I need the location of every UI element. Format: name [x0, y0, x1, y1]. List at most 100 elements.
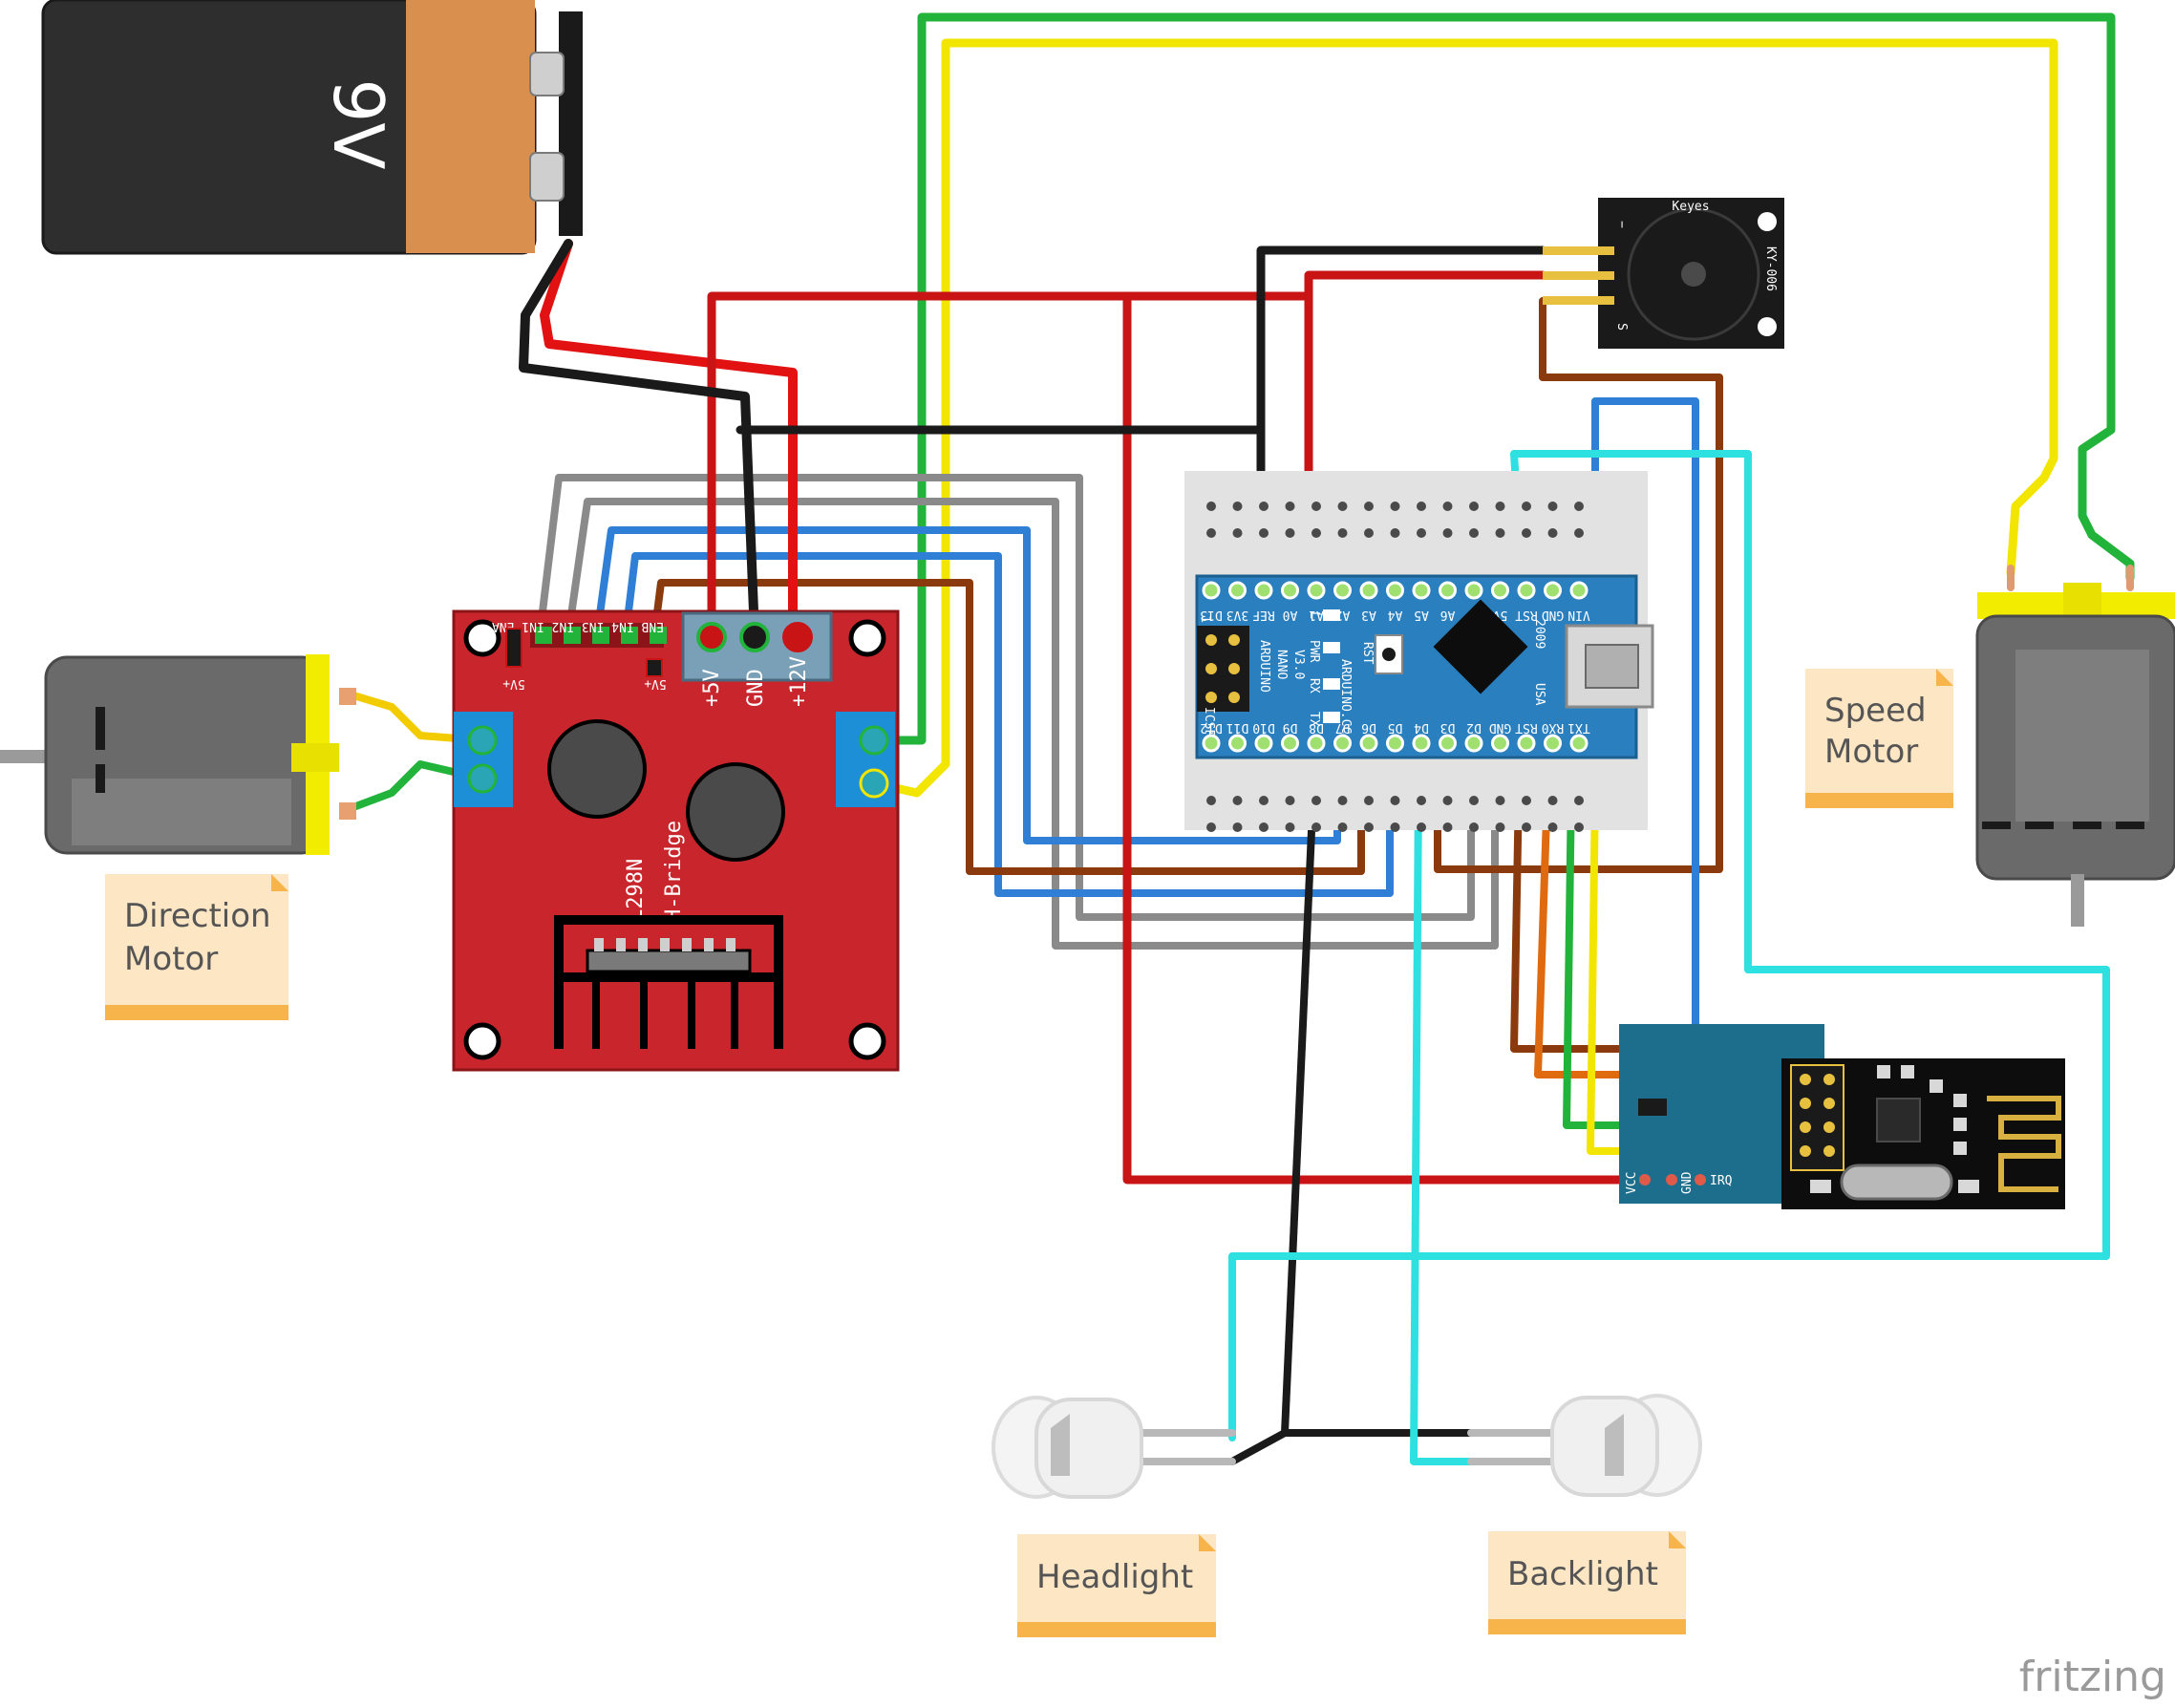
speed-motor-tab [2063, 583, 2101, 621]
nano-pin-pad [1439, 581, 1457, 600]
note-backlight: Backlight [1488, 1531, 1686, 1634]
hbridge-out-left-1 [467, 725, 498, 756]
nano-pin-pad [1333, 734, 1352, 753]
battery-terminal-block [559, 11, 583, 236]
hbridge-hole-br [848, 1022, 886, 1060]
nano-pin-pad [1254, 734, 1273, 753]
nrf24-radio: VCC GND IRQ [1619, 1024, 2065, 1209]
nano-pin-pad [1359, 734, 1378, 753]
nano-pin-pad [1202, 734, 1221, 753]
breadboard-hole [1417, 528, 1426, 538]
breadboard-hole [1206, 528, 1216, 538]
nano-pin-pad [1412, 734, 1431, 753]
breadboard-hole [1469, 822, 1479, 832]
direction-motor [0, 654, 356, 855]
hbridge-model: L298N [624, 859, 648, 922]
breadboard-hole [1495, 528, 1505, 538]
nano-top-pins: VINGNDRST5VA7A6A5A4A3A2A1A0REF3V3D13 [1200, 581, 1590, 622]
breadboard-hole [1495, 502, 1505, 511]
nano-version: V3.0 [1291, 650, 1306, 679]
wire-black-buzzer [1256, 246, 1547, 435]
buzzer-hole-br [1758, 317, 1777, 336]
breadboard-hole [1285, 502, 1295, 511]
headlight-led [992, 1396, 1143, 1499]
radio-smd [1810, 1065, 1979, 1193]
hbridge-header-pins [535, 627, 667, 644]
breadboard-hole [1547, 822, 1558, 832]
breadboard-hole [1259, 822, 1269, 832]
hbridge-out-right-2 [859, 768, 889, 799]
hbridge-cap-1 [547, 719, 647, 819]
breadboard-hole [1206, 502, 1216, 511]
buzzer-brand: Keyes [1672, 200, 1709, 214]
breadboard-hole [1574, 528, 1584, 538]
breadboard-hole [1469, 502, 1479, 511]
nano-pin-label: D9 [1283, 720, 1298, 735]
nano-pin-pad [1281, 581, 1299, 600]
breadboard-hole [1574, 502, 1584, 511]
hbridge-cap-2 [686, 762, 785, 862]
motor-body-highlight [72, 779, 291, 845]
note-speed-motor: Speed Motor [1805, 669, 1953, 808]
breadboard-hole [1364, 822, 1374, 832]
breadboard-hole [1364, 796, 1374, 805]
radio-chip [1876, 1098, 1921, 1142]
nano-pin-label: GND [1542, 608, 1565, 622]
breadboard-hole [1522, 796, 1531, 805]
note-backlight-text: Backlight [1507, 1555, 1658, 1593]
note-headlight-text: Headlight [1036, 1558, 1193, 1596]
breadboard-hole [1417, 822, 1426, 832]
nano-pin-label: D2 [1466, 720, 1482, 735]
nano-pin-pad [1544, 581, 1562, 600]
nano-pin-pad [1569, 581, 1589, 600]
wire-yellow-speed [869, 38, 2058, 798]
breadboard-hole [1547, 528, 1558, 538]
nano-pin-pad [1254, 581, 1273, 600]
buzzer-hole-tr [1758, 212, 1777, 231]
nano-brand: ARDUINO.CC [1338, 659, 1353, 734]
battery-terminal-pos [529, 52, 565, 96]
radio-pad-2 [1666, 1174, 1677, 1185]
note-backlight-fold [1669, 1531, 1686, 1548]
nano-pin-label: D3 [1440, 720, 1456, 735]
breadboard-hole [1337, 528, 1348, 538]
breadboard-hole [1232, 502, 1243, 511]
note-headlight-bar [1017, 1622, 1216, 1637]
breadboard-hole [1232, 528, 1243, 538]
note-speed-line1: Speed [1824, 692, 1927, 730]
nano-pin-label: TX1 [1567, 720, 1589, 735]
nano-pin-pad [1281, 734, 1299, 753]
breadboard-hole [1364, 502, 1374, 511]
nano-pin-label: D5 [1388, 720, 1403, 735]
nano-pin-label: A3 [1361, 608, 1376, 622]
nano-reset-dot [1382, 648, 1396, 661]
hbridge-hole-bl [463, 1022, 501, 1060]
buzzer-minus: − [1614, 221, 1629, 228]
nano-pin-pad [1202, 581, 1221, 600]
breadboard-hole [1417, 796, 1426, 805]
wire-blue-1 [593, 526, 1341, 844]
nano-pin-label: GND [1489, 720, 1512, 735]
nano-pin-label: VIN [1567, 608, 1589, 622]
note-headlight-fold [1199, 1534, 1216, 1551]
breadboard-hole [1442, 822, 1453, 832]
nano-pin-pad [1307, 581, 1326, 600]
breadboard-hole [1469, 796, 1479, 805]
nano-pin-pad [1517, 581, 1536, 600]
hbridge-hole-tr [848, 619, 886, 657]
breadboard-hole [1417, 502, 1426, 511]
motor-term-1 [339, 688, 356, 705]
nano-led-l: L [1307, 611, 1321, 619]
hbridge-term-5v [696, 622, 727, 652]
nano-pin-label: D12 [1200, 720, 1222, 735]
fritzing-watermark: fritzing [2019, 1653, 2166, 1701]
nano-model: NANO [1274, 650, 1289, 679]
nano-pin-label: 3V3 [1226, 608, 1248, 622]
breadboard-hole [1337, 796, 1348, 805]
note-backlight-bar [1488, 1619, 1686, 1634]
breadboard-hole [1259, 528, 1269, 538]
nano-pin-pad [1569, 734, 1589, 753]
nano-pin-pad [1491, 581, 1509, 600]
hbridge-jumper-a [505, 628, 522, 668]
breadboard-hole [1311, 822, 1321, 832]
